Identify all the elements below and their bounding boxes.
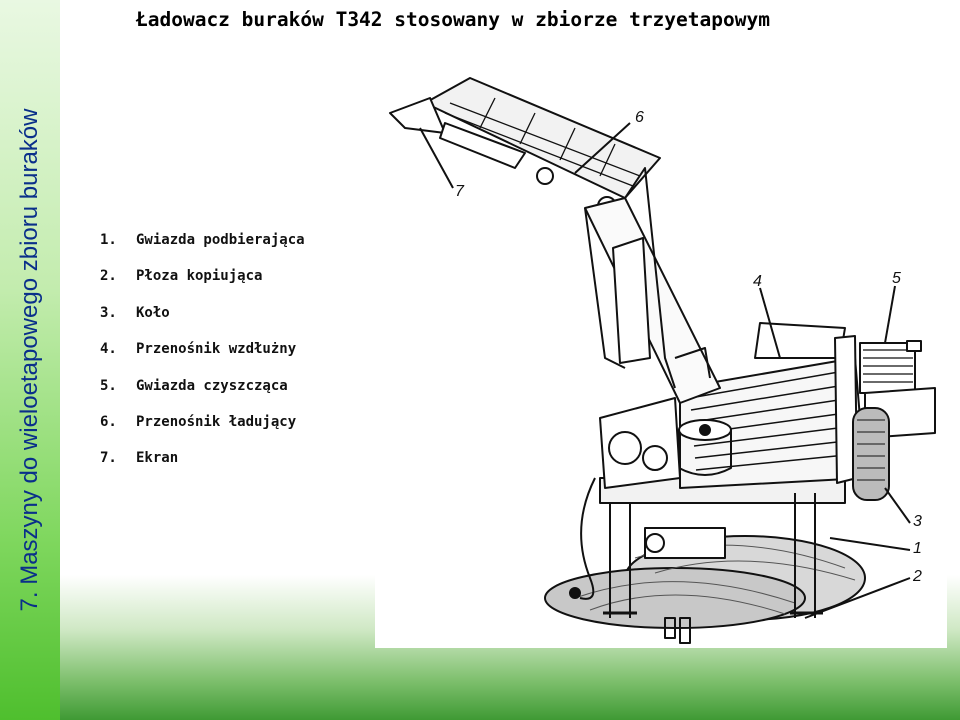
section-title: 7. Maszyny do wieloetapowego zbioru bura… bbox=[16, 108, 43, 612]
legend-item: 2. Płoza kopiująca bbox=[100, 268, 305, 304]
frame-legs bbox=[609, 493, 816, 618]
legend-item-label: Koło bbox=[136, 304, 170, 321]
slide-title: Ładowacz buraków T342 stosowany w zbiorz… bbox=[136, 8, 770, 31]
gearbox bbox=[644, 527, 726, 559]
wheel bbox=[852, 407, 890, 501]
legend-item: 3. Koło bbox=[100, 305, 305, 341]
callout-2: 2 bbox=[912, 568, 922, 585]
conveyor-hopper bbox=[754, 322, 846, 359]
legend-item-label: Przenośnik wzdłużny bbox=[136, 341, 297, 358]
legend-item-number: 2. bbox=[100, 268, 117, 285]
callout-5: 5 bbox=[892, 270, 901, 287]
legend-item: 4. Przenośnik wzdłużny bbox=[100, 341, 305, 377]
legend-item-number: 5. bbox=[100, 377, 117, 394]
boom-support bbox=[584, 197, 721, 404]
callout-1: 1 bbox=[913, 540, 922, 557]
legend-item-number: 7. bbox=[100, 450, 117, 467]
legend-item: 1. Gwiazda podbierająca bbox=[100, 232, 305, 268]
legend-item-number: 1. bbox=[100, 232, 117, 248]
legend-item-label: Gwiazda czyszcząca bbox=[136, 377, 288, 394]
section-sidebar: 7. Maszyny do wieloetapowego zbioru bura… bbox=[0, 0, 60, 720]
legend-item-number: 6. bbox=[100, 413, 117, 430]
legend-item-number: 4. bbox=[100, 341, 117, 358]
callout-3: 3 bbox=[913, 513, 922, 530]
machine-drawing: 7 6 4 5 3 1 2 bbox=[375, 58, 947, 648]
beet-loader-illustration: 7 6 4 5 3 1 2 bbox=[389, 77, 936, 644]
legend-item-label: Ekran bbox=[136, 450, 179, 467]
legend-list: 1. Gwiazda podbierająca 2. Płoza kopiująca… bbox=[100, 232, 305, 487]
legend-item: 5. Gwiazda czyszcząca bbox=[100, 378, 305, 414]
legend-item: 7. Ekran bbox=[100, 450, 305, 486]
legend-item: 6. Przenośnik ładujący bbox=[100, 414, 305, 450]
legend-item-label: Gwiazda podbierająca bbox=[136, 232, 305, 248]
legend-item-label: Przenośnik ładujący bbox=[136, 413, 297, 430]
callout-4: 4 bbox=[753, 273, 762, 290]
callout-6: 6 bbox=[635, 109, 644, 126]
legend-item-number: 3. bbox=[100, 304, 117, 321]
callout-7: 7 bbox=[455, 183, 465, 200]
cleaning-star bbox=[859, 342, 916, 394]
legend-item-label: Płoza kopiująca bbox=[136, 268, 263, 285]
